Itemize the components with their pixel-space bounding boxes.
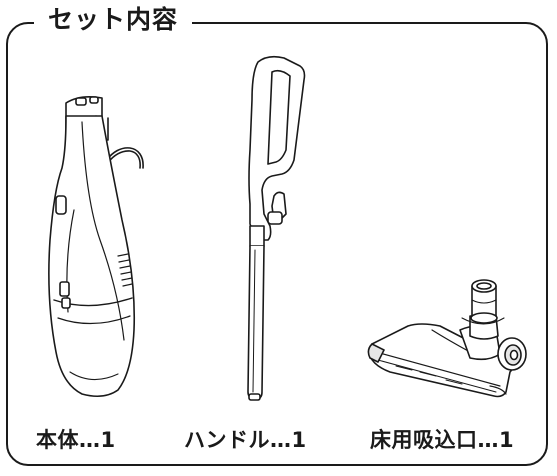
section-title: セット内容 <box>48 5 179 34</box>
floor-nozzle-caption: 床用吸込口…1 <box>370 428 515 452</box>
handle-illustration <box>247 55 306 401</box>
set-contents-heading: セット内容 <box>34 4 193 36</box>
floor-nozzle-illustration <box>367 279 527 398</box>
set-contents-frame <box>6 22 548 466</box>
main-body-illustration <box>48 96 144 398</box>
handle-caption: ハンドル…1 <box>184 428 307 452</box>
body-caption: 本体…1 <box>36 428 116 452</box>
